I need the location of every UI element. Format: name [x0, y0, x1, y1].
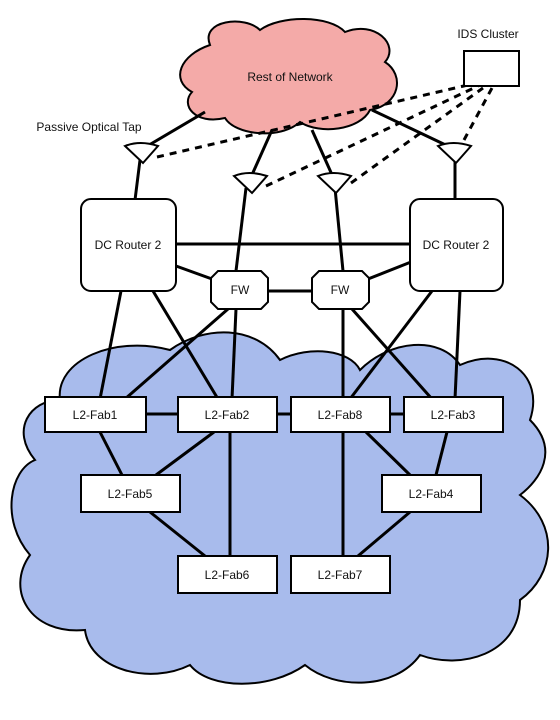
fabric-box-fab8 [290, 396, 391, 433]
firewall-right-label: FW [331, 283, 350, 297]
rest-of-network-cloud [179, 18, 398, 135]
link-net-tap1 [143, 110, 206, 150]
link-router-left-fw-left [175, 264, 213, 281]
fab1-label: L2-Fab1 [73, 408, 118, 422]
fab3-label: L2-Fab3 [431, 408, 476, 422]
fabric-box-fab3 [403, 396, 504, 433]
router-right [409, 198, 504, 292]
link-fw-left-fab1 [124, 307, 229, 401]
fabric-box-fab7 [290, 555, 391, 594]
fabric-boxes [44, 396, 504, 594]
router-left-label: DC Router 2 [95, 238, 162, 252]
link-net-tap3 [310, 129, 335, 178]
link-fab1-fab5 [98, 431, 124, 476]
optical-tap-icon [316, 172, 353, 195]
dashed-tap2-ids [265, 84, 479, 188]
firewall-left [210, 270, 269, 310]
optical-tap-icon [232, 172, 269, 195]
link-net-tap4 [371, 108, 453, 150]
fabric-box-fab4 [381, 474, 482, 513]
dashed-tap1-ids [156, 83, 469, 159]
rest-of-network-label: Rest of Network [247, 70, 333, 84]
link-fw-right-fab3 [350, 308, 434, 400]
firewall-left-label: FW [231, 283, 250, 297]
firewall-right [311, 270, 370, 310]
optical-tap-icon [123, 142, 160, 165]
fabric-box-fab5 [80, 474, 181, 513]
link-net-tap2 [249, 129, 274, 178]
optical-tap-icon [436, 142, 473, 165]
link-fab4-fab7 [357, 510, 411, 558]
link-router-right-fab3 [453, 290, 462, 400]
fab8-label: L2-Fab8 [318, 408, 363, 422]
optical-taps [123, 142, 473, 195]
passive-optical-tap-label: Passive Optical Tap [36, 120, 141, 134]
link-tap3-fw-right [333, 187, 345, 272]
fabric-box-fab6 [177, 555, 278, 594]
fabric-box-fab1 [44, 396, 147, 433]
fab6-label: L2-Fab6 [205, 568, 250, 582]
dashed-tap4-ids [462, 87, 494, 141]
ids-cluster-label: IDS Cluster [457, 27, 518, 41]
ids-cluster-box [463, 50, 520, 87]
fab7-label: L2-Fab7 [318, 568, 363, 582]
link-router-left-fab1 [98, 290, 123, 400]
link-router-right-fab8 [348, 290, 434, 400]
link-fab2-fab5 [155, 430, 215, 477]
network-links [98, 108, 462, 558]
fab4-label: L2-Fab4 [409, 487, 454, 501]
fab5-label: L2-Fab5 [108, 487, 153, 501]
link-fab8-fab4 [364, 430, 412, 477]
fab2-label: L2-Fab2 [205, 408, 250, 422]
fabric-box-fab2 [177, 396, 278, 433]
ids-tap-links [156, 83, 494, 188]
link-fw-left-fab2 [230, 308, 238, 400]
dashed-tap3-ids [350, 86, 484, 185]
link-fab5-fab6 [149, 510, 206, 558]
router-left [80, 198, 177, 292]
router-right-label: DC Router 2 [423, 238, 490, 252]
link-router-right-fw-right [367, 260, 412, 281]
link-tap2-fw-left [234, 187, 248, 272]
link-tap1-router-left [133, 159, 142, 201]
link-fab3-fab4 [434, 431, 449, 476]
